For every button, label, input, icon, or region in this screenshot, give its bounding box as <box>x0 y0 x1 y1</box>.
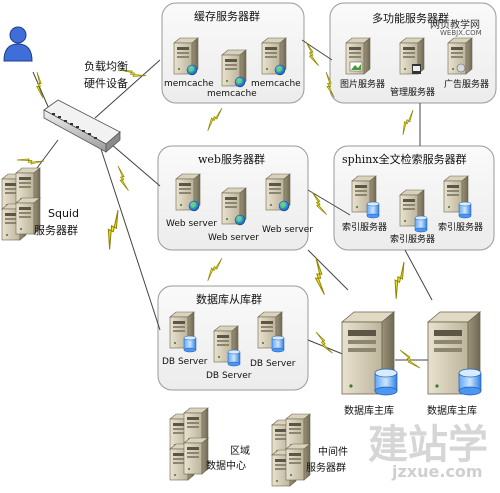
watermark-site-url: WEBJX.COM <box>440 29 482 37</box>
db-slave-group-title: 数据库从库群 <box>196 293 262 306</box>
load-balancer-label-2: 硬件设备 <box>84 77 128 90</box>
db-master-label: 数据库主库 <box>427 406 477 417</box>
squid-label-2: 服务器群 <box>34 224 78 237</box>
middleware-servers <box>271 413 311 487</box>
watermark-url: jzxue.com <box>392 462 483 481</box>
sphinx-group-title: sphinx全文检索服务器群 <box>342 153 467 166</box>
middleware-label-2: 服务器群 <box>306 463 346 474</box>
cache-server-label: memcache <box>164 79 214 89</box>
watermark-site-name: 网页教学网 <box>430 20 480 31</box>
db-slave-label: DB Server <box>250 359 296 369</box>
web-group-title: web服务器群 <box>198 153 265 166</box>
user-icon <box>3 26 33 62</box>
load-balancer-label-1: 负载均衡 <box>84 60 128 73</box>
squid-label-1: Squid <box>48 207 79 220</box>
region-dc-label-2: 数据中心 <box>206 461 246 472</box>
multi-server-label: 广告服务器 <box>444 80 490 90</box>
multi-server-label: 管理服务器 <box>390 88 436 98</box>
watermark-brand: 建站学 <box>368 422 488 468</box>
web-server-label: Web server <box>208 233 259 243</box>
cache-server-label: memcache <box>207 89 257 99</box>
cache-server-label: memcache <box>251 79 301 89</box>
db-slave-label: DB Server <box>162 357 208 367</box>
sphinx-server-label: 索引服务器 <box>342 223 388 233</box>
web-server-label: Web server <box>262 225 313 235</box>
db-master-servers <box>341 311 482 396</box>
cache-group-title: 缓存服务器群 <box>194 10 260 23</box>
multi-group-title: 多功能服务器群 <box>372 12 449 25</box>
multi-function-servers <box>345 37 473 75</box>
load-balancer-switch <box>43 99 121 153</box>
web-server-label: Web server <box>166 219 217 229</box>
db-slave-label: DB Server <box>206 371 252 381</box>
region-dc-servers <box>169 407 209 481</box>
db-master-label: 数据库主库 <box>344 406 394 417</box>
sphinx-server-label: 索引服务器 <box>390 235 436 245</box>
sphinx-server-label: 索引服务器 <box>438 223 484 233</box>
region-dc-label-1: 区域 <box>230 446 250 457</box>
middleware-label-1: 中间件 <box>318 447 348 458</box>
multi-server-label: 图片服务器 <box>340 80 386 90</box>
